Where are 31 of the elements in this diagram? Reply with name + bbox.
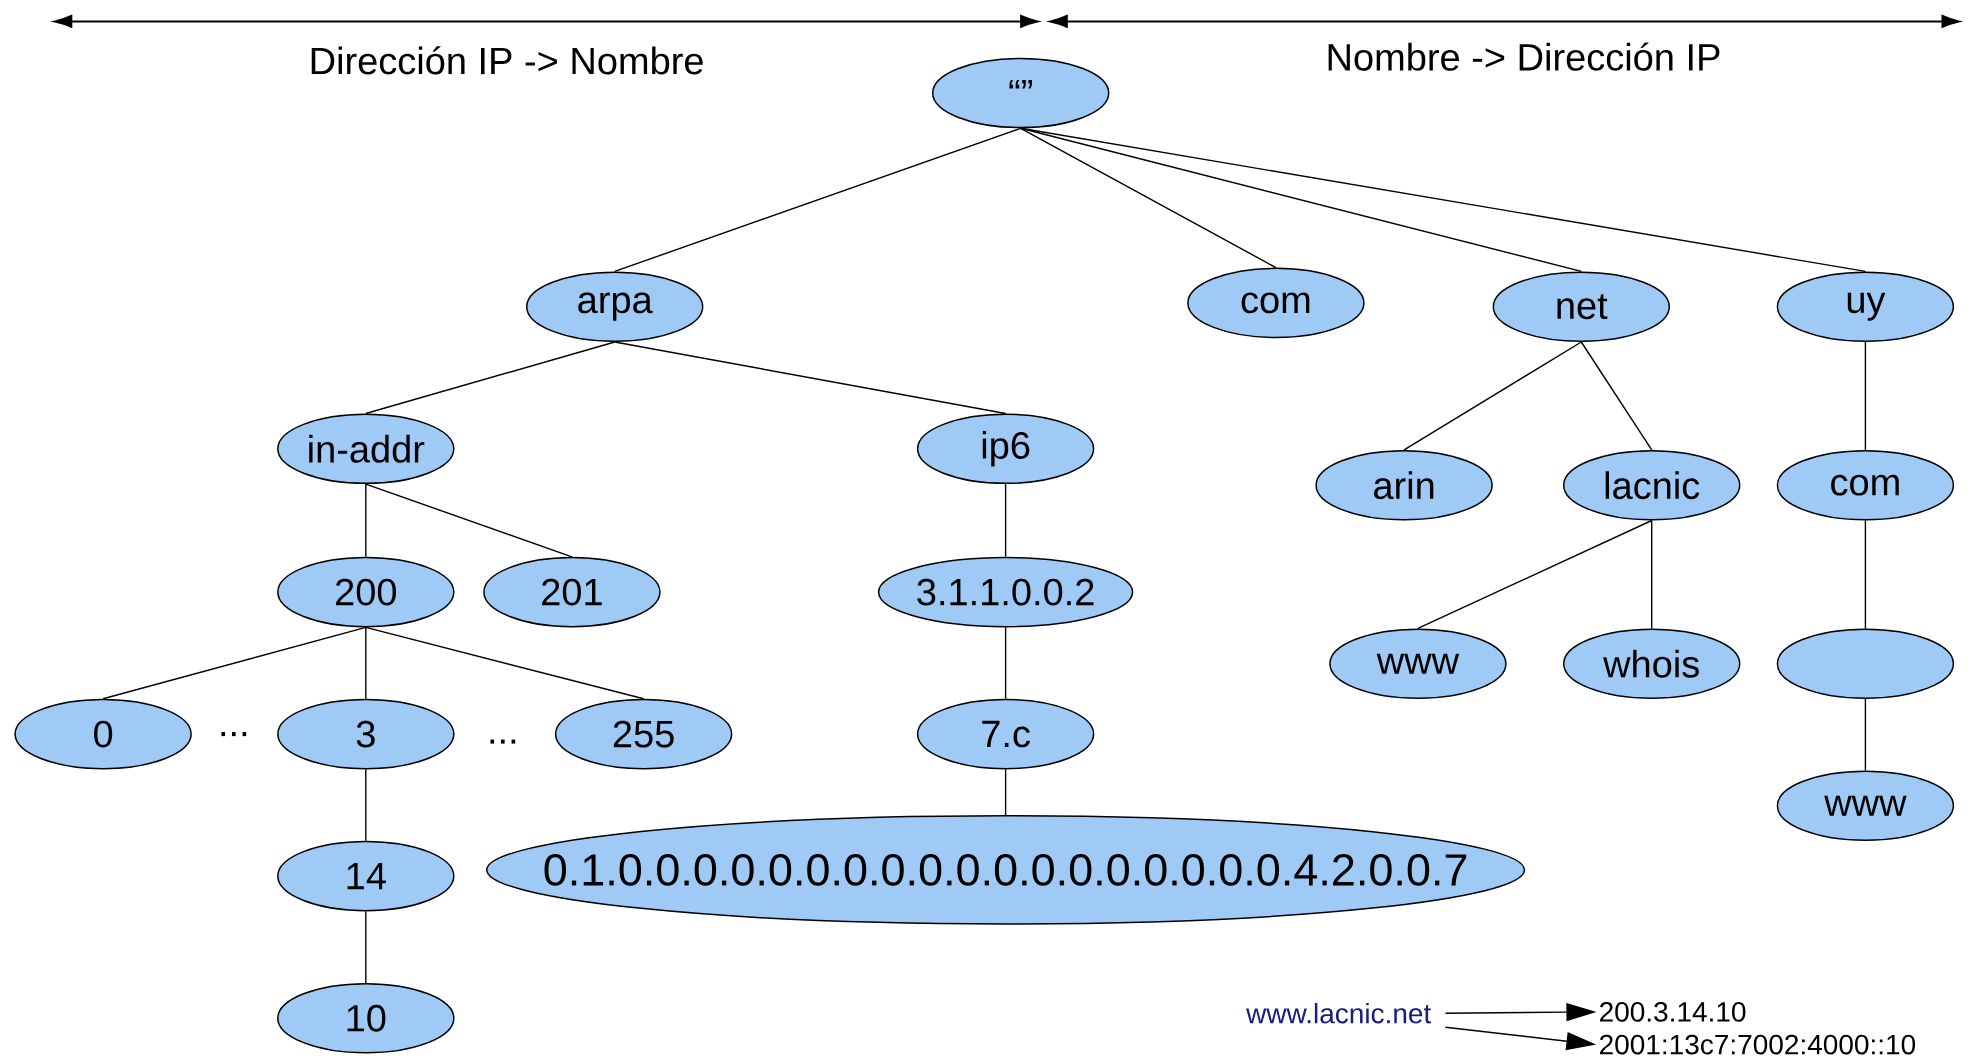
connector-line xyxy=(365,768,367,842)
connector-line xyxy=(365,483,573,558)
connector-line xyxy=(1651,519,1653,630)
connector-line xyxy=(102,626,367,700)
hostname-text: www.lacnic.net xyxy=(1246,1002,1432,1024)
connector-line xyxy=(1864,341,1867,451)
ellipsis: ... xyxy=(221,732,247,737)
connector-line xyxy=(1020,127,1277,269)
connector-line xyxy=(614,341,1007,415)
domain-ellipse xyxy=(1776,628,1955,699)
connector-line xyxy=(1403,341,1582,451)
connector-line xyxy=(365,626,367,700)
address-text: 2001:13c7:7002:4000::10 xyxy=(1600,1034,1916,1055)
connector-line xyxy=(614,127,1022,273)
connector-line xyxy=(365,341,616,415)
connector-line xyxy=(1580,341,1653,451)
direction-label: Nombre -> Dirección IP xyxy=(1328,42,1720,71)
connector-line xyxy=(1020,127,1582,273)
direction-label: Dirección IP -> Nombre xyxy=(311,46,703,75)
connector-line xyxy=(365,910,367,984)
connector-line xyxy=(365,483,367,558)
connector-line xyxy=(1864,519,1867,630)
connector-line xyxy=(1417,519,1653,630)
connector-line xyxy=(1004,483,1007,558)
connector-line xyxy=(1004,626,1007,700)
connector-line xyxy=(1864,698,1867,772)
ellipsis: ... xyxy=(490,739,516,744)
connector-line xyxy=(1020,127,1867,273)
address-text: 200.3.14.10 xyxy=(1600,1002,1746,1022)
connector-line xyxy=(365,626,645,700)
connector-line xyxy=(1004,768,1007,816)
